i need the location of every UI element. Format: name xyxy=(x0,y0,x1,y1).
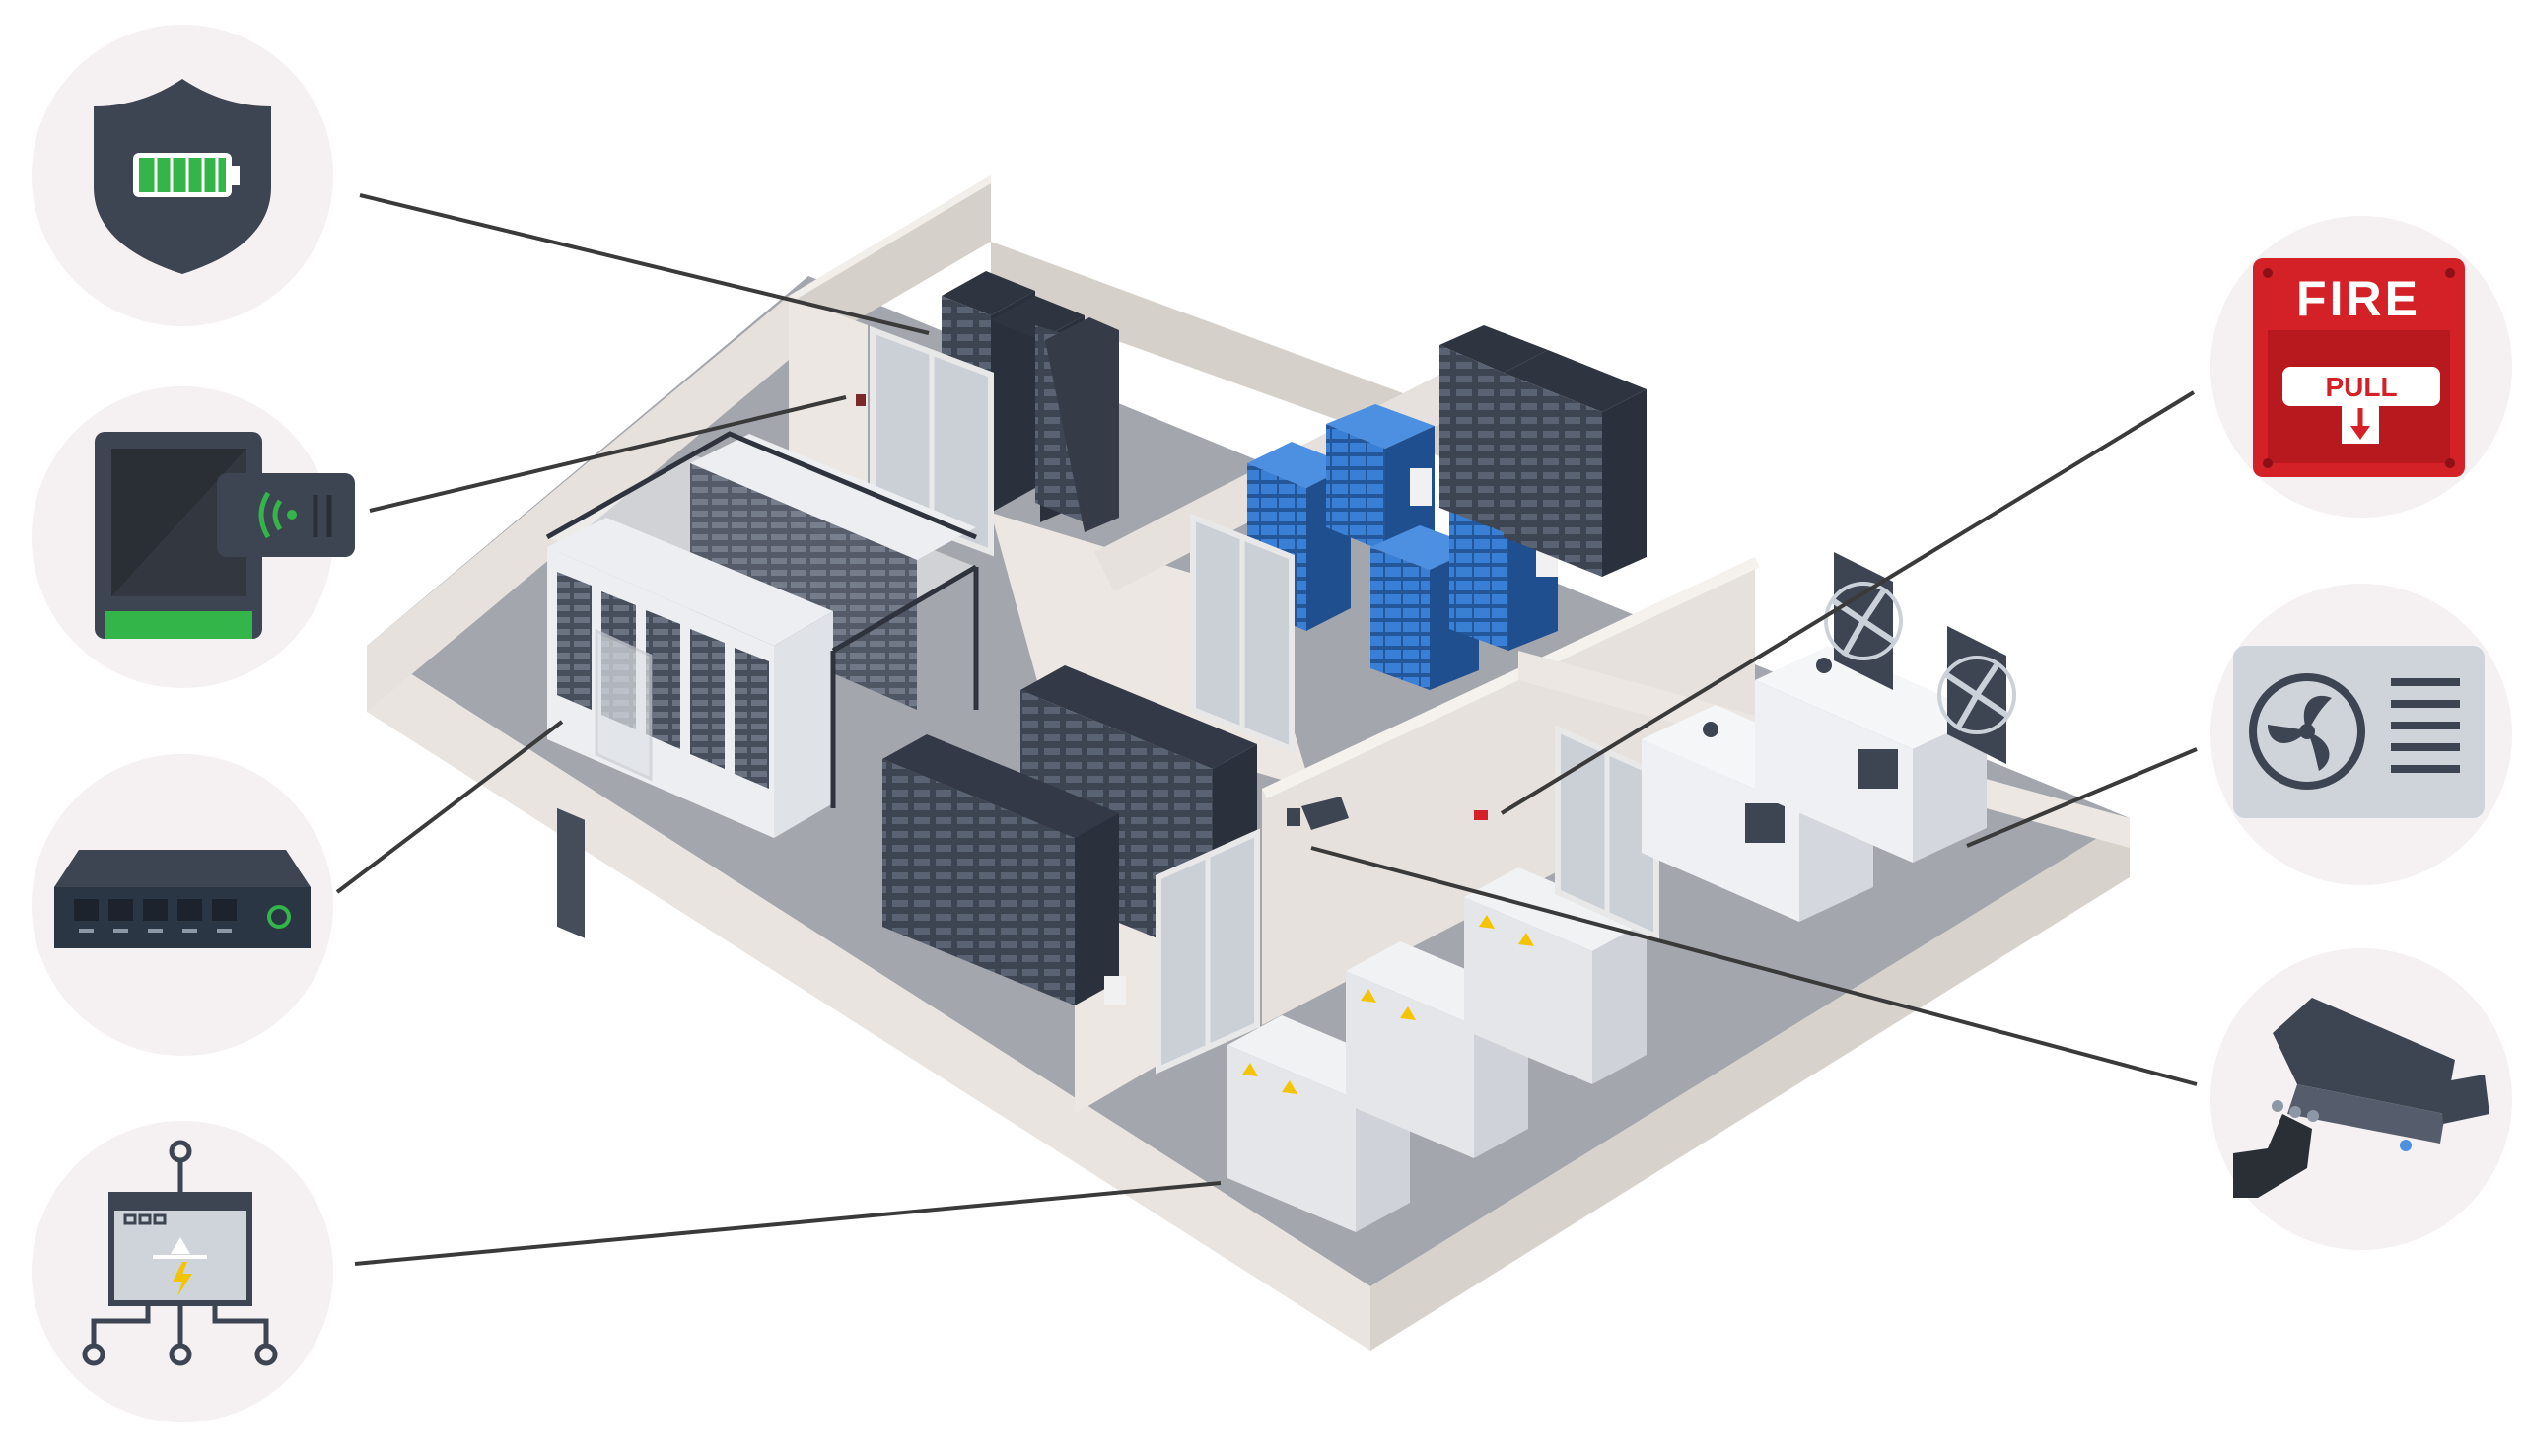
fire-alarm-pull-icon: FIRE PULL xyxy=(2210,216,2512,518)
floor-edge xyxy=(367,646,1370,1351)
server-racks-middle xyxy=(882,665,1257,1005)
leader-line-fire xyxy=(1500,390,2196,815)
fire-alarm-title: FIRE xyxy=(2296,271,2420,326)
power-distribution-icon xyxy=(32,1121,333,1422)
security-camera-icon xyxy=(2210,948,2512,1250)
leader-line-battery xyxy=(359,193,930,335)
leader-line-access xyxy=(369,395,847,513)
fire-alarm-pull-label: PULL xyxy=(2325,372,2397,402)
access-card-reader-icon xyxy=(32,386,355,688)
wall-card-reader xyxy=(856,394,866,406)
exhaust-fans xyxy=(1824,552,2016,764)
wall-camera xyxy=(1287,797,1349,830)
leader-lines xyxy=(335,193,2198,1266)
hvac-unit-icon xyxy=(2210,584,2512,885)
keypad-panel xyxy=(1104,976,1126,1005)
wall-battery-back xyxy=(991,242,1459,463)
wall-fire-alarm xyxy=(1474,810,1488,820)
cold-aisle-containment xyxy=(545,431,979,938)
generators xyxy=(1642,646,1987,922)
electrical-panels xyxy=(1227,867,1647,1232)
leader-line-hvac xyxy=(1966,747,2198,848)
floor-edge-right xyxy=(1370,818,2130,1351)
wall-central xyxy=(1262,557,1755,1025)
wall-back-left xyxy=(789,175,991,360)
glass-door-front xyxy=(1104,828,1260,1075)
wall-left xyxy=(367,296,789,712)
wall-back-left-top xyxy=(789,175,991,304)
glass-door-battery xyxy=(1190,513,1295,754)
network-switch-icon xyxy=(32,754,333,1056)
leader-line-power xyxy=(354,1181,1222,1266)
glass-door-generator xyxy=(1555,725,1659,941)
wall-central-top xyxy=(1262,557,1760,798)
battery-shield-icon xyxy=(32,25,333,326)
leader-line-network xyxy=(335,720,564,894)
leader-line-camera xyxy=(1310,846,2198,1086)
glass-door-top-left xyxy=(870,325,994,557)
ups-cabinets xyxy=(1439,325,1647,577)
